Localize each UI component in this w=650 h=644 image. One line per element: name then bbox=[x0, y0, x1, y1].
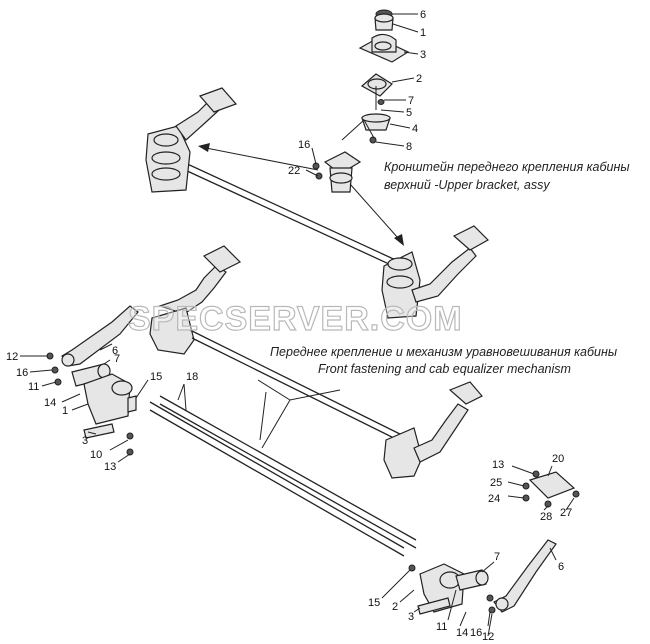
upper-bracket-caption-en: верхний -Upper bracket, assy bbox=[384, 178, 550, 192]
callout-7: 7 bbox=[408, 95, 414, 107]
callout-15: 15 bbox=[150, 371, 162, 383]
callout-4: 4 bbox=[412, 123, 418, 135]
callout-numbers: 6 1 3 2 7 5 4 8 16 22 12 16 11 6 7 14 1 … bbox=[6, 9, 572, 643]
callout-22: 22 bbox=[288, 165, 300, 177]
callout-20: 20 bbox=[552, 453, 564, 465]
callout-11: 11 bbox=[436, 621, 447, 633]
callout-10: 10 bbox=[90, 449, 102, 461]
callout-3: 3 bbox=[408, 611, 414, 623]
callout-5: 5 bbox=[406, 107, 412, 119]
front-fastening-caption-en: Front fastening and cab equalizer mechan… bbox=[318, 362, 571, 376]
callout-2: 2 bbox=[392, 601, 398, 613]
callout-14: 14 bbox=[44, 397, 56, 409]
callout-16: 16 bbox=[298, 139, 310, 151]
callout-28: 28 bbox=[540, 511, 552, 523]
front-fastening-caption-ru: Переднее крепление и механизм уравновеши… bbox=[270, 345, 618, 359]
callout-8: 8 bbox=[406, 141, 412, 153]
callout-7: 7 bbox=[494, 551, 500, 563]
callout-2: 2 bbox=[416, 73, 422, 85]
callout-6: 6 bbox=[558, 561, 564, 573]
callout-13: 13 bbox=[104, 461, 116, 473]
callout-25: 25 bbox=[490, 477, 502, 489]
callout-27: 27 bbox=[560, 507, 572, 519]
callout-3: 3 bbox=[82, 435, 88, 447]
pointer-arrows bbox=[198, 143, 404, 246]
callout-12: 12 bbox=[482, 631, 494, 643]
upper-bracket-caption-ru: Кронштейн переднего крепления кабины bbox=[384, 160, 630, 174]
right-exploded-bracket bbox=[522, 470, 580, 508]
callout-leaders bbox=[20, 13, 575, 637]
callout-11: 11 bbox=[28, 381, 39, 393]
watermark: SPECSERVER.COM bbox=[127, 299, 463, 338]
callout-15: 15 bbox=[368, 597, 380, 609]
alignment-lines bbox=[257, 379, 341, 449]
callout-14: 14 bbox=[456, 627, 468, 639]
upper-torsion-assembly bbox=[145, 87, 489, 319]
callout-1: 1 bbox=[420, 27, 426, 39]
callout-7: 7 bbox=[114, 353, 120, 365]
callout-13: 13 bbox=[492, 459, 504, 471]
lower-torsion-assembly bbox=[149, 245, 483, 479]
left-exploded-parts bbox=[46, 305, 417, 557]
callout-24: 24 bbox=[488, 493, 500, 505]
callout-16: 16 bbox=[470, 627, 482, 639]
bottom-exploded-parts bbox=[408, 539, 557, 615]
callout-3: 3 bbox=[420, 49, 426, 61]
callout-16: 16 bbox=[16, 367, 28, 379]
callout-12: 12 bbox=[6, 351, 18, 363]
callout-6: 6 bbox=[112, 345, 118, 357]
callout-6: 6 bbox=[420, 9, 426, 21]
callout-1: 1 bbox=[62, 405, 68, 417]
callout-18: 18 bbox=[186, 371, 198, 383]
upper-bracket-exploded bbox=[312, 9, 410, 193]
